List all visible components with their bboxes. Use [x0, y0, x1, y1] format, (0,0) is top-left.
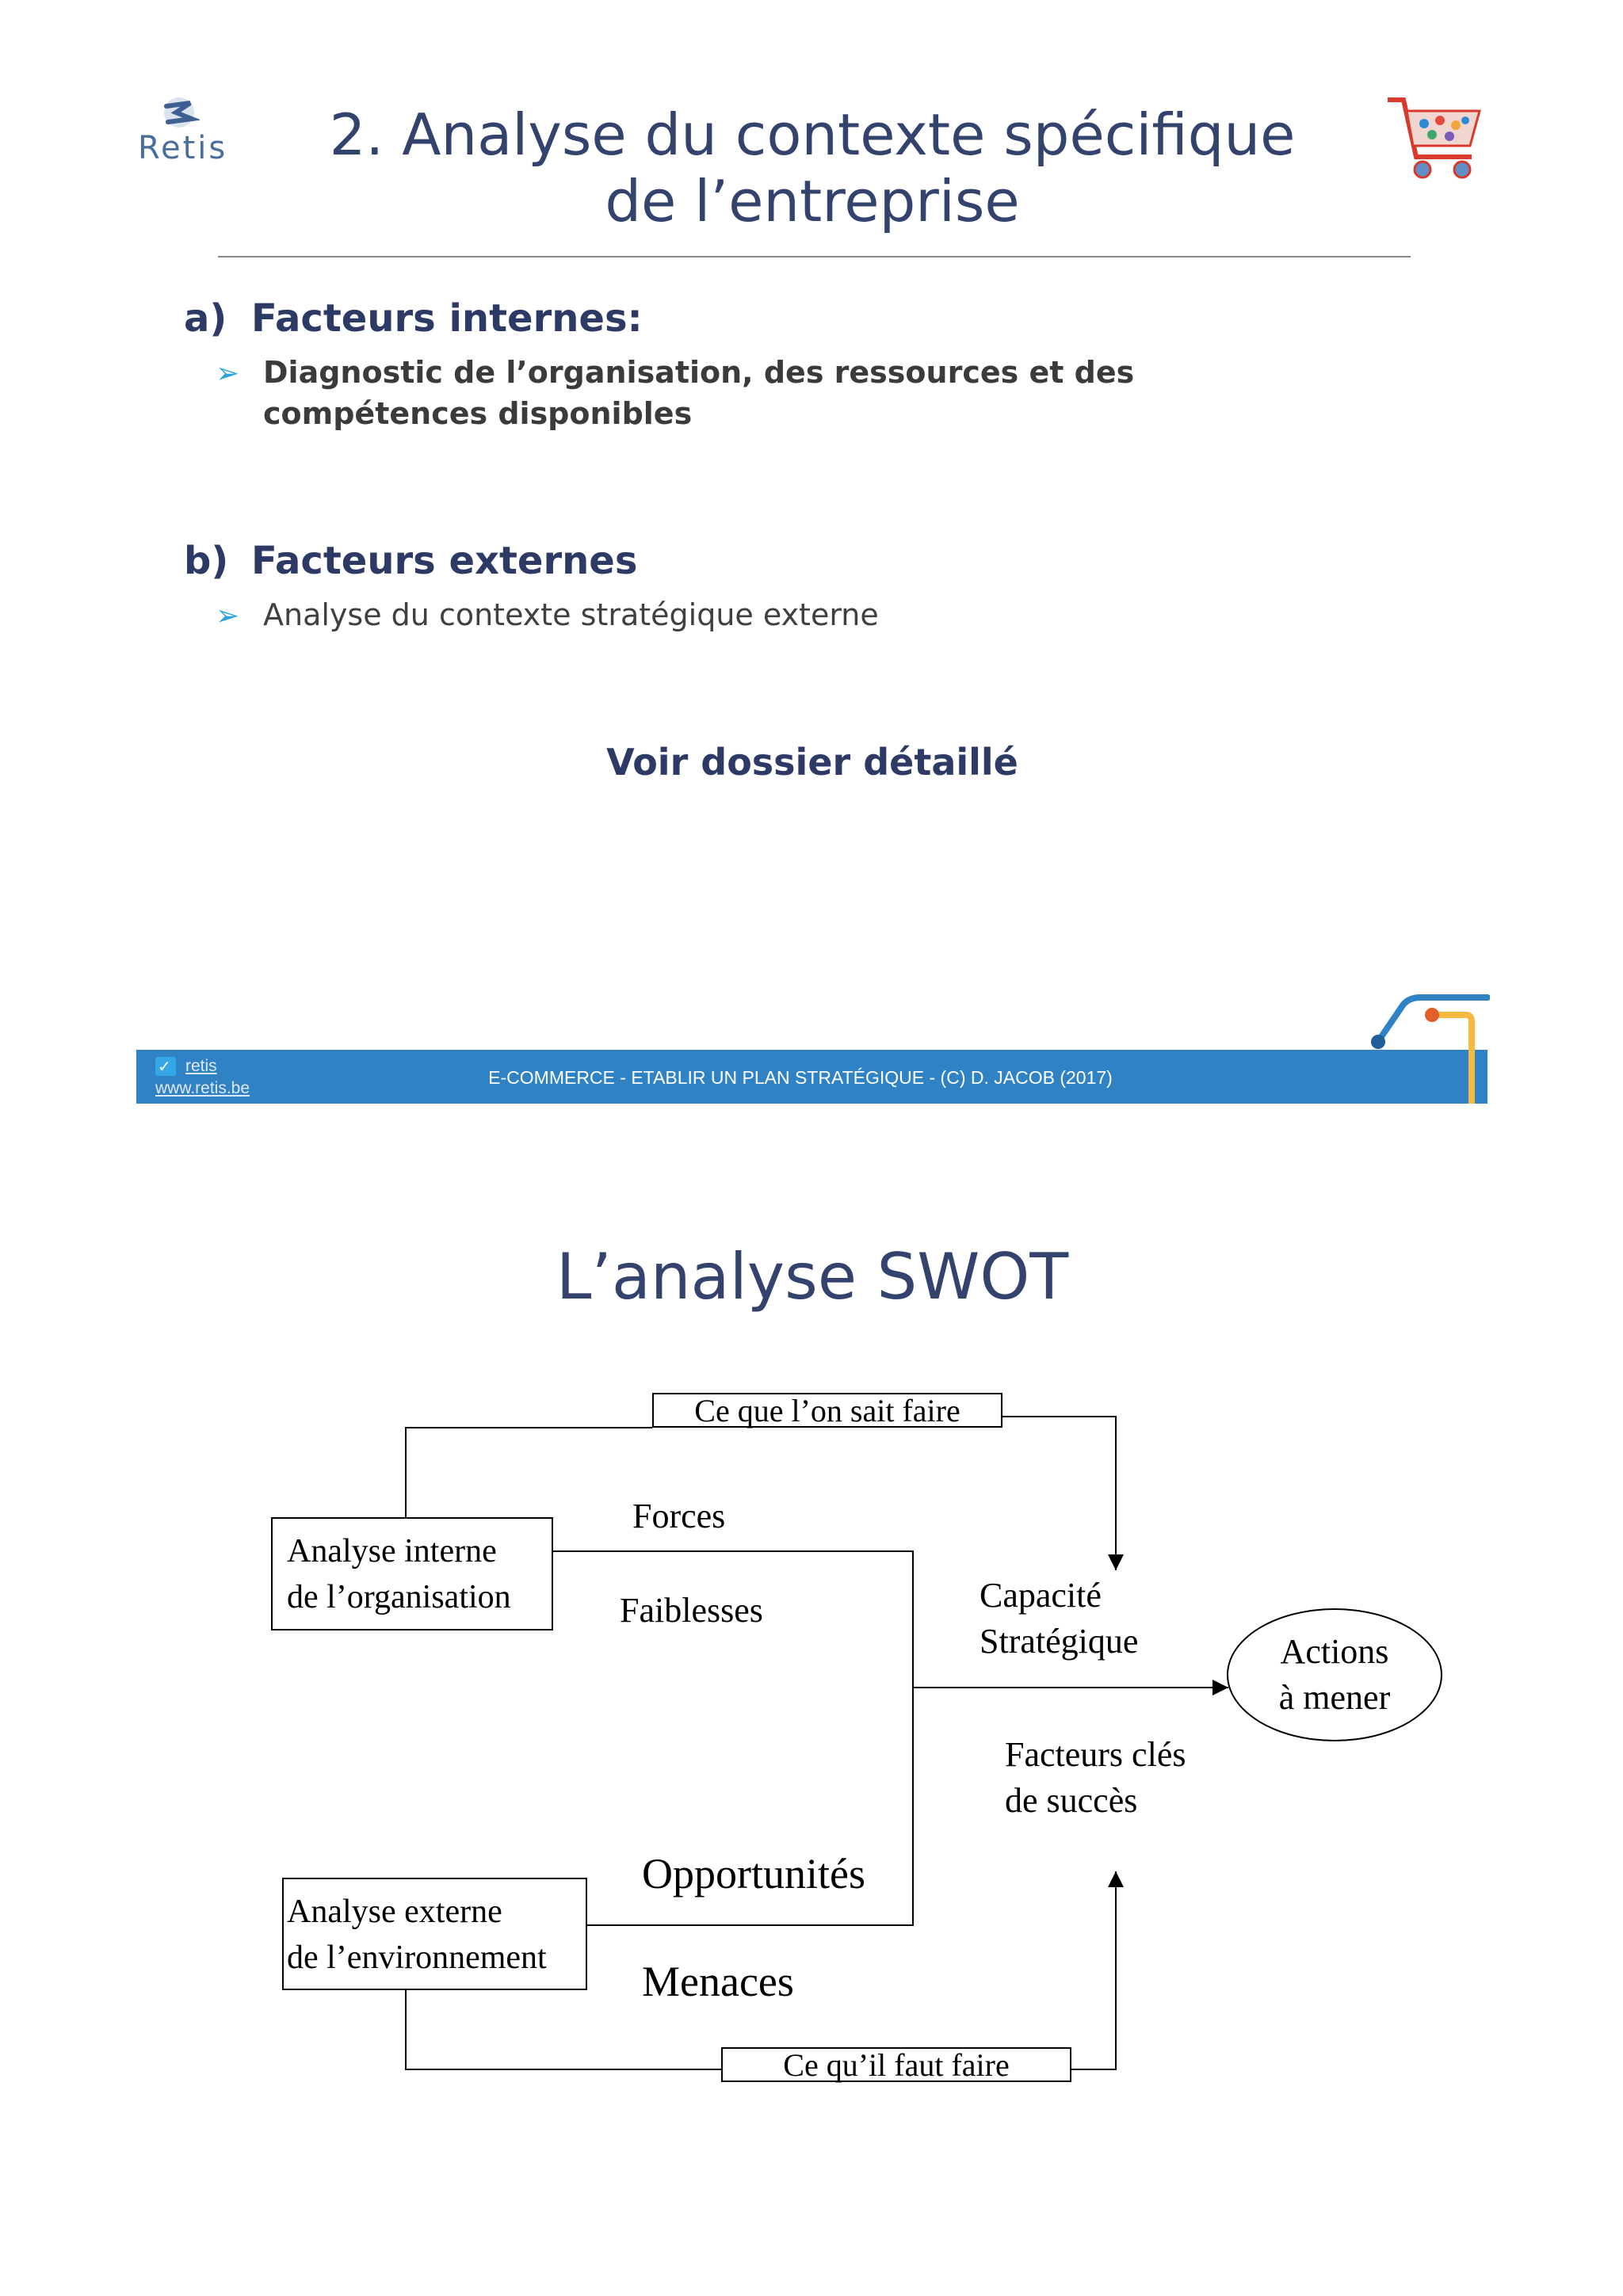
facteurs-line2: de succès [1005, 1778, 1186, 1824]
label-faiblesses: Faiblesses [620, 1588, 763, 1634]
capacite-line1: Capacité [980, 1573, 1138, 1619]
box-ce-quil-faut-faire: Ce qu’il faut faire [721, 2047, 1071, 2082]
box-interne-line2: de l’organisation [287, 1574, 552, 1620]
box-externe-line1: Analyse externe [287, 1889, 586, 1935]
box-externe-line2: de l’environnement [287, 1935, 586, 1981]
box-ce-que-lon-sait-faire: Ce que l’on sait faire [652, 1393, 1002, 1428]
label-opportunites: Opportunités [642, 1851, 865, 1897]
label-facteurs-cles-de-succes: Facteurs clés de succès [1005, 1732, 1186, 1824]
actions-line1: Actions [1228, 1629, 1441, 1675]
capacite-line2: Stratégique [980, 1619, 1138, 1665]
actions-line2: à mener [1228, 1675, 1441, 1721]
ellipse-actions-a-mener: Actions à mener [1227, 1608, 1442, 1741]
facteurs-line1: Facteurs clés [1005, 1732, 1186, 1778]
box-interne-line1: Analyse interne [287, 1528, 552, 1574]
label-forces: Forces [632, 1493, 725, 1539]
label-capacite-strategique: Capacité Stratégique [980, 1573, 1138, 1665]
box-analyse-interne: Analyse interne de l’organisation [271, 1517, 553, 1630]
box-analyse-externe: Analyse externe de l’environnement [282, 1878, 587, 1990]
label-menaces: Menaces [642, 1958, 794, 2004]
